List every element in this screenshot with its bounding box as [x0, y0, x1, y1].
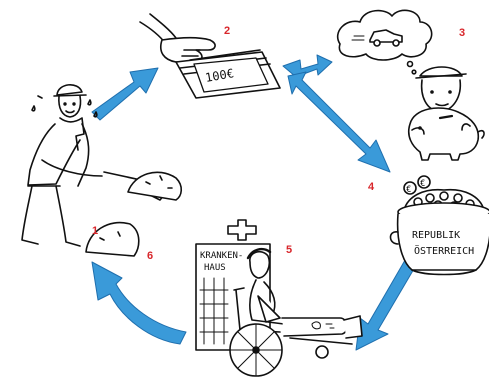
coin-symbol-1: € — [406, 185, 411, 195]
step-number-3: 3 — [459, 28, 465, 39]
step-number-5: 5 — [286, 245, 292, 256]
arrow-2-to-4-double — [288, 72, 390, 172]
step-number-4: 4 — [368, 182, 374, 193]
step-number-1: 1 — [92, 226, 98, 237]
arrow-4-to-5 — [356, 255, 418, 350]
step-number-2: 2 — [224, 26, 230, 37]
hand-with-money-icon: 100€ — [140, 14, 280, 98]
hospital-label-line2: HAUS — [204, 263, 226, 273]
pot-label-line1: REPUBLIK — [412, 230, 460, 241]
state-money-pot-icon: € € REPUBLIK ÖSTERREICH — [391, 176, 489, 275]
arrow-5-to-1 — [92, 262, 186, 344]
hospital-label-line1: KRANKEN- — [200, 251, 243, 261]
arrow-1-to-2 — [92, 68, 158, 120]
step-number-6: 6 — [147, 251, 153, 262]
pot-label-line2: ÖSTERREICH — [414, 244, 474, 257]
coin-symbol-2: € — [420, 179, 425, 189]
hospital-patient-icon: KRANKEN- HAUS — [196, 220, 362, 376]
